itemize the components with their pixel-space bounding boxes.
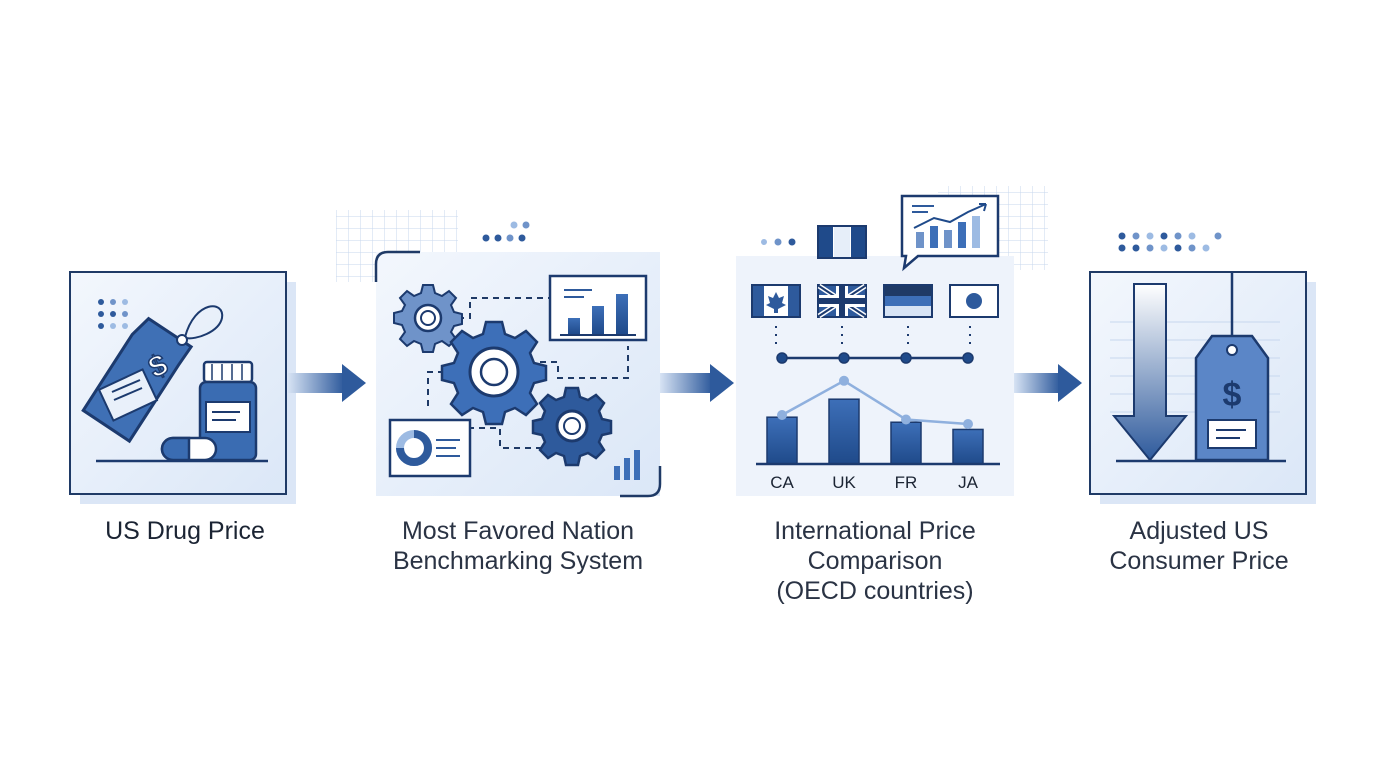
comparison-trend xyxy=(777,375,973,429)
flow-arrow-1 xyxy=(288,364,366,402)
down-arrow-icon xyxy=(1111,283,1189,462)
medium-gear-icon xyxy=(531,386,613,467)
trend-point-fr xyxy=(901,414,911,425)
trend-point-ca xyxy=(777,410,787,420)
trend-point-ja xyxy=(963,419,973,429)
flow-arrow-3 xyxy=(1014,364,1082,402)
step-us-drug-price: $ xyxy=(69,271,296,504)
step-2-caption: Most Favored Nation Benchmarking System xyxy=(358,516,678,576)
adjusted-price-tag-icon: $ xyxy=(1194,272,1270,462)
step-4-label-line1: Adjusted US xyxy=(1129,517,1269,545)
country-label-ja: JA xyxy=(958,473,979,492)
comparison-bars xyxy=(766,398,984,465)
country-labels: CA UK FR JA xyxy=(770,473,978,492)
comparison-bar-fr xyxy=(890,421,922,465)
capsule-icon xyxy=(160,436,218,462)
flag-france-icon xyxy=(883,284,933,318)
step-international-comparison: CA UK FR JA xyxy=(736,186,1048,496)
step-3-caption: International Price Comparison (OECD cou… xyxy=(720,516,1030,606)
comparison-bar-uk xyxy=(828,398,860,465)
step-3-label-line3: (OECD countries) xyxy=(776,577,974,605)
adjusted-tag-symbol: $ xyxy=(1223,376,1242,414)
dot-cluster-decoration xyxy=(98,299,128,329)
flag-japan-icon xyxy=(949,284,999,318)
comparison-bar-ja xyxy=(952,428,984,465)
pill-bottle-icon xyxy=(198,360,258,462)
step-2-label-line1: Most Favored Nation xyxy=(401,517,635,545)
flag-uk-icon xyxy=(817,283,867,319)
mini-bars-decoration xyxy=(614,450,640,480)
dot-row-decoration xyxy=(761,238,796,246)
trend-chart-bubble-icon xyxy=(900,194,1000,272)
dashed-connectors xyxy=(427,297,629,449)
flag-canada-icon xyxy=(751,284,801,318)
dot-cluster-decoration xyxy=(1118,232,1222,252)
dot-row-decoration xyxy=(482,221,530,242)
country-label-ca: CA xyxy=(770,473,794,492)
comparison-bar-ca xyxy=(766,416,798,465)
step-1-label: US Drug Price xyxy=(105,517,265,545)
price-tag-icon: $ xyxy=(81,305,224,444)
step-3-label-line1: International Price xyxy=(774,517,976,545)
step-2-label-line2: Benchmarking System xyxy=(392,547,644,575)
country-label-uk: UK xyxy=(832,473,856,492)
small-gear-icon xyxy=(393,284,463,353)
step-3-label-line2: Comparison xyxy=(807,547,943,575)
step-adjusted-price: $ xyxy=(1089,232,1316,504)
bar-chart-card-icon xyxy=(548,274,648,342)
trend-point-uk xyxy=(839,375,849,386)
step-most-favored-nation xyxy=(336,210,662,498)
trend-line xyxy=(781,379,969,426)
step-1-caption: US Drug Price xyxy=(60,516,310,546)
country-label-fr: FR xyxy=(895,473,918,492)
flow-arrow-2 xyxy=(660,364,734,402)
timeline-nodes xyxy=(776,352,974,364)
step-4-label-line2: Consumer Price xyxy=(1109,547,1289,575)
donut-chart-card-icon xyxy=(388,418,472,478)
flag-top-icon xyxy=(817,225,867,259)
large-gear-icon xyxy=(440,320,548,426)
step-4-caption: Adjusted US Consumer Price xyxy=(1074,516,1324,576)
